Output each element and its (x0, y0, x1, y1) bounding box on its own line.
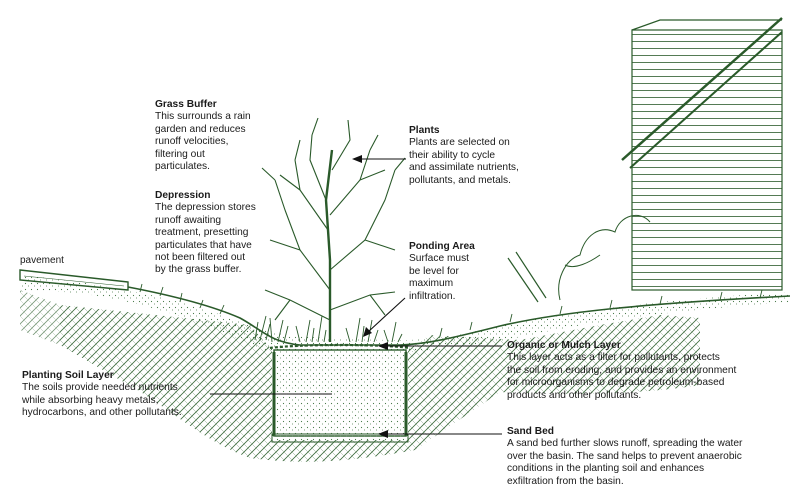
leader-lines (210, 158, 502, 435)
depression-desc: The depression stores runoff awaiting tr… (155, 202, 256, 276)
planting-soil-box (272, 349, 408, 437)
sand-bed-title: Sand Bed (507, 426, 554, 437)
grass-tufts (139, 283, 763, 343)
sand-bed-desc: A sand bed further slows runoff, spreadi… (507, 438, 743, 487)
plants-title: Plants (409, 125, 440, 136)
organic-layer-label: Organic or Mulch Layer This layer acts a… (507, 340, 736, 402)
ponding-area-title: Ponding Area (409, 241, 475, 252)
pavement-label: pavement (20, 255, 64, 266)
ground-surface-line (127, 286, 791, 346)
topsoil-band (20, 275, 790, 352)
ponding-area-desc: Surface must be level for maximum infilt… (409, 253, 470, 302)
sand-bed (271, 433, 409, 443)
leader-arrows (352, 155, 388, 438)
depression-label: Depression The depression stores runoff … (155, 190, 256, 277)
organic-layer-desc: This layer acts as a filter for pollutan… (507, 352, 737, 401)
house (621, 17, 783, 291)
grass-buffer-title: Grass Buffer (155, 99, 217, 110)
plants-desc: Plants are selected on their ability to … (409, 137, 519, 186)
ponding-area-label: Ponding Area Surface must be level for m… (409, 241, 475, 303)
depression-title: Depression (155, 190, 211, 201)
downspout-pipe (507, 251, 547, 303)
shrub (558, 214, 651, 301)
planting-soil-desc: The soils provide needed nutrients while… (22, 382, 182, 419)
native-soil-hatching (20, 290, 700, 462)
mulch-layer (269, 343, 411, 350)
planting-soil-title: Planting Soil Layer (22, 370, 114, 381)
plants-label: Plants Plants are selected on their abil… (409, 125, 519, 187)
tree (261, 117, 406, 342)
organic-layer-title: Organic or Mulch Layer (507, 340, 621, 351)
grass-buffer-desc: This surrounds a rain garden and reduces… (155, 111, 251, 173)
pavement-slab (19, 269, 129, 291)
planting-soil-label: Planting Soil Layer The soils provide ne… (22, 370, 182, 420)
sand-bed-label: Sand Bed A sand bed further slows runoff… (507, 426, 742, 488)
grass-buffer-label: Grass Buffer This surrounds a rain garde… (155, 99, 251, 173)
